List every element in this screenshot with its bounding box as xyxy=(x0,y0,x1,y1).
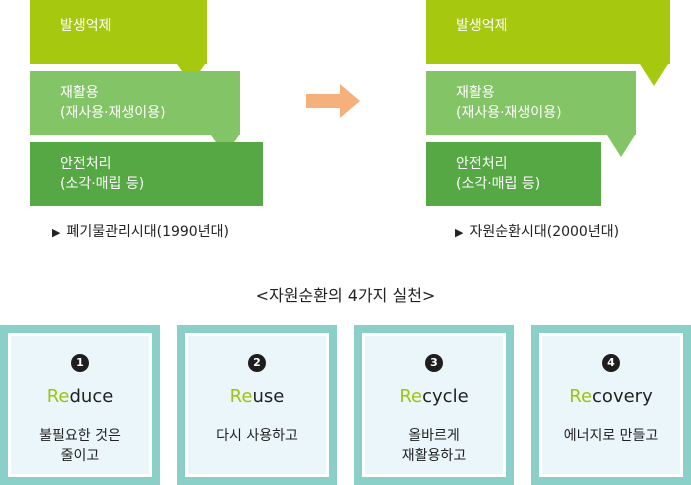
card-number-badge: 3 xyxy=(425,354,443,372)
right-step-recycle-sub: (재사용·재생이용) xyxy=(456,105,562,121)
triangle-right-icon: ▶ xyxy=(52,226,61,239)
right-step-reduce: 발생억제 xyxy=(426,0,670,64)
section-title: <자원순환의 4가지 실천> xyxy=(255,286,436,305)
right-step-safe-sub: (소각·매립 등) xyxy=(456,176,541,192)
left-step-safe-label: 안전처리 xyxy=(60,156,112,172)
left-step-reduce-label: 발생억제 xyxy=(60,18,112,34)
right-down-arrow-1-icon xyxy=(640,64,668,86)
left-step-safe-treatment: 안전처리 (소각·매립 등) xyxy=(30,142,263,206)
right-period-text: 자원순환시대(2000년대) xyxy=(469,224,620,240)
card-keyword: Recovery xyxy=(569,386,653,407)
left-step-recycle-sub: (재사용·재생이용) xyxy=(60,105,166,121)
card-number-badge: 4 xyxy=(602,354,620,372)
right-step-reduce-label: 발생억제 xyxy=(456,18,508,34)
right-down-arrow-2-icon xyxy=(607,135,635,157)
right-step-safe-label: 안전처리 xyxy=(456,156,508,172)
card-number-badge: 1 xyxy=(71,354,89,372)
card-keyword: Reuse xyxy=(229,386,285,407)
card-recovery: 4 Recovery 에너지로 만들고 xyxy=(531,325,691,485)
left-step-reduce: 발생억제 xyxy=(30,0,207,64)
card-description: 에너지로 만들고 xyxy=(563,428,659,444)
right-step-recycle: 재활용 (재사용·재생이용) xyxy=(426,71,636,135)
card-description: 다시 사용하고 xyxy=(216,428,298,444)
triangle-right-icon: ▶ xyxy=(455,226,464,239)
left-period-caption: ▶ 폐기물관리시대(1990년대) xyxy=(52,223,229,242)
arrow-right-icon xyxy=(306,84,360,118)
card-keyword: Reduce xyxy=(46,386,114,407)
right-step-recycle-label: 재활용 xyxy=(456,85,495,101)
left-period-text: 폐기물관리시대(1990년대) xyxy=(66,224,229,240)
right-period-caption: ▶ 자원순환시대(2000년대) xyxy=(455,223,619,242)
right-step-safe-treatment: 안전처리 (소각·매립 등) xyxy=(426,142,601,206)
left-step-recycle: 재활용 (재사용·재생이용) xyxy=(30,71,240,135)
card-number-badge: 2 xyxy=(248,354,266,372)
card-reuse: 2 Reuse 다시 사용하고 xyxy=(177,325,337,485)
left-step-recycle-label: 재활용 xyxy=(60,85,99,101)
left-step-safe-sub: (소각·매립 등) xyxy=(60,176,145,192)
card-keyword: Recycle xyxy=(399,386,469,407)
